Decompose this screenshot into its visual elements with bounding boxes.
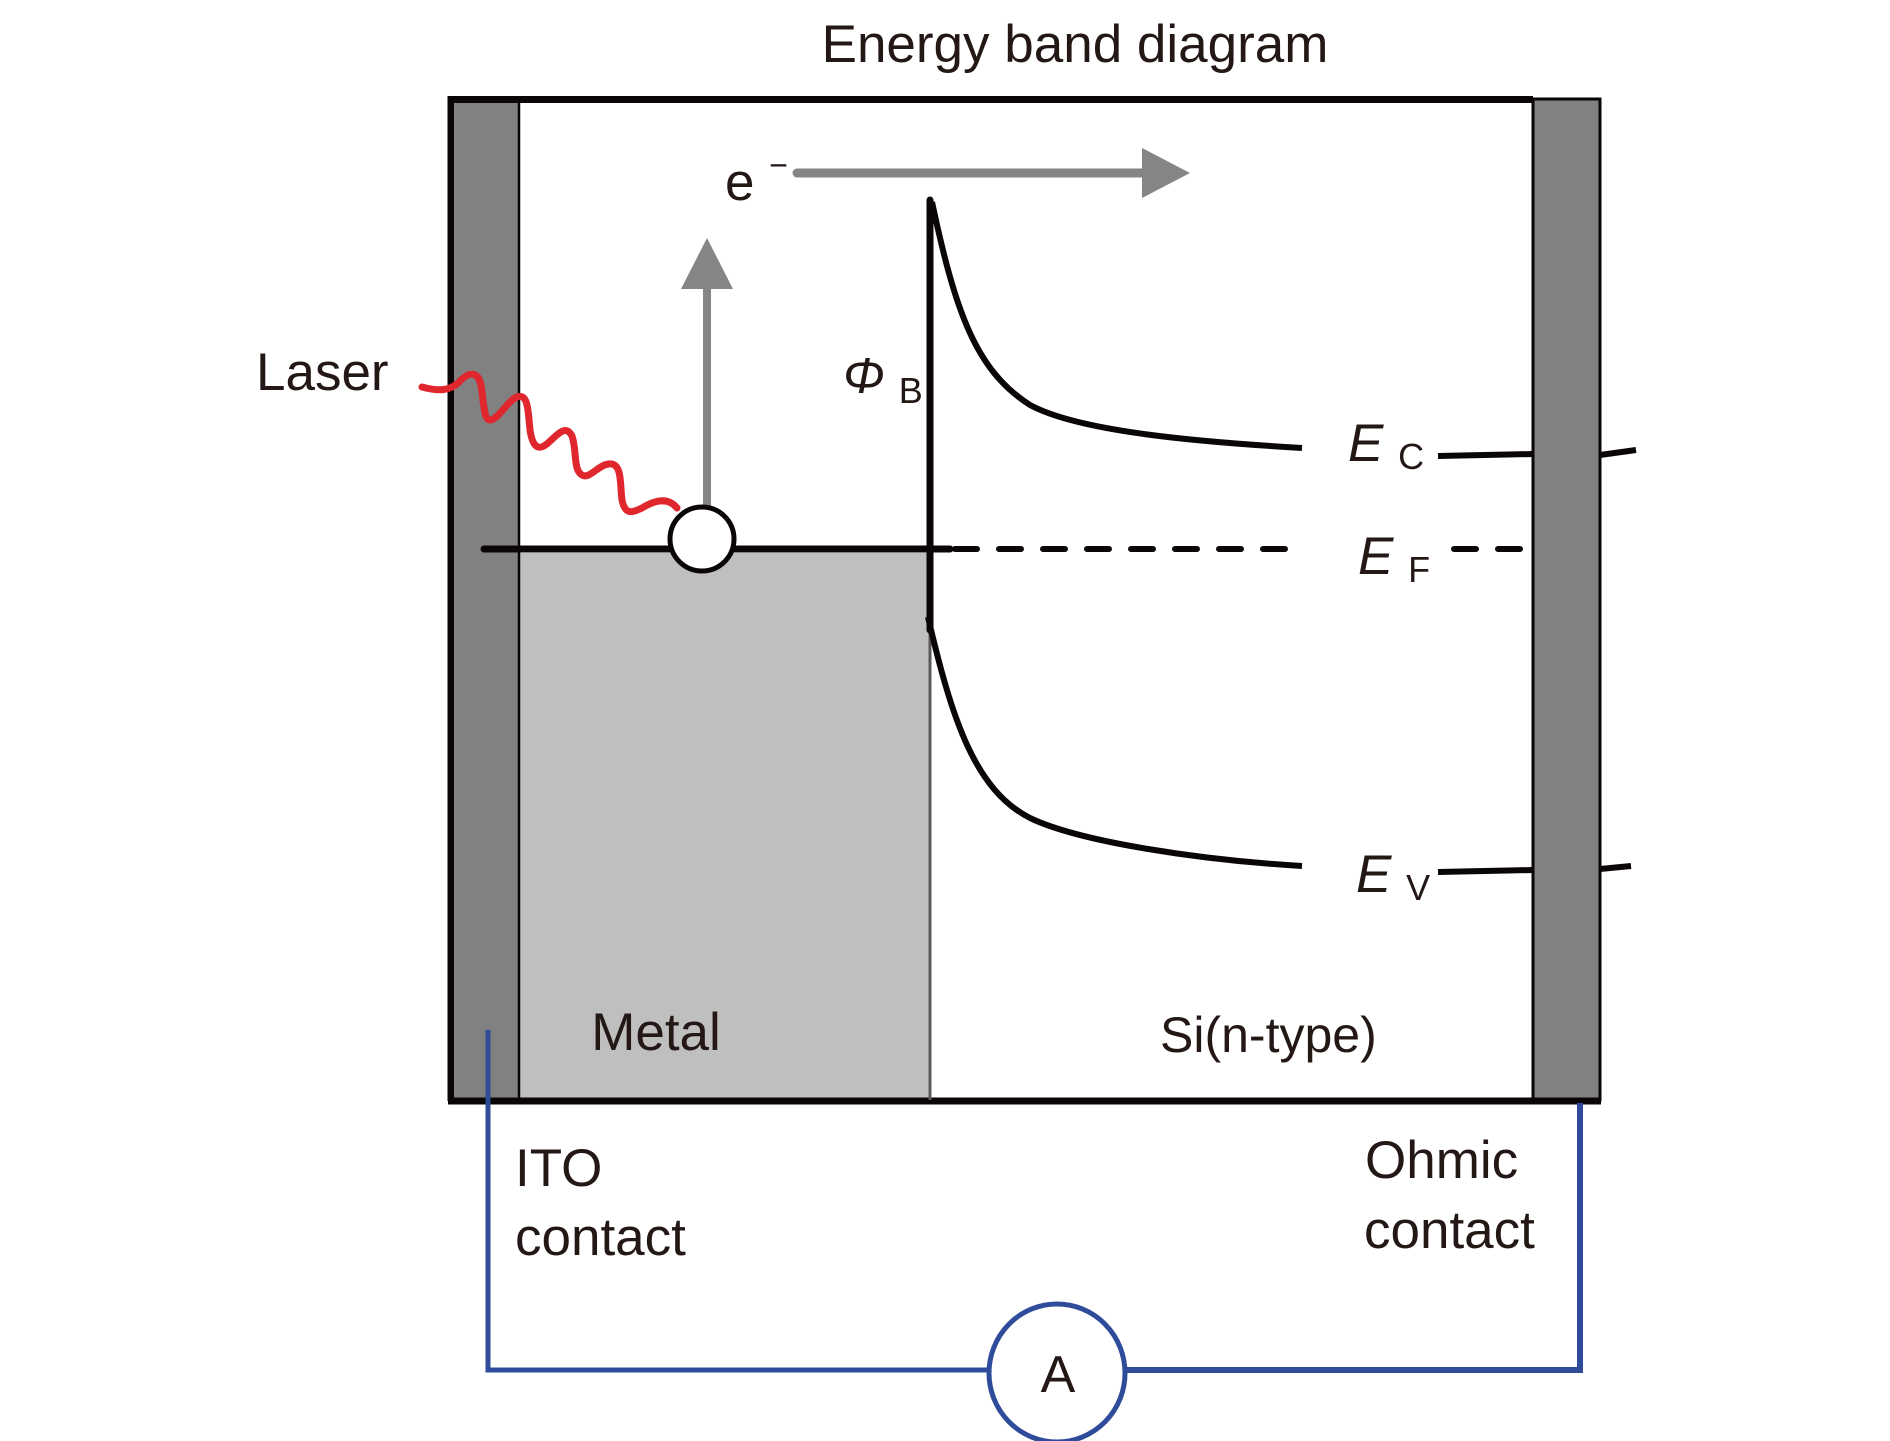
barrier-height-symbol: Φ <box>843 348 885 404</box>
ev-label-main: E <box>1356 845 1392 904</box>
electron-circle <box>667 504 737 574</box>
ohmic-contact-strip <box>1531 97 1602 1102</box>
laser-wave-icon <box>418 370 681 516</box>
barrier-height-sub: B <box>899 370 923 411</box>
excitation-arrow-head <box>681 238 733 289</box>
ef-label-main: E <box>1358 527 1394 586</box>
conduction-band-right-segment <box>1437 451 1534 459</box>
electron-label: e − <box>725 147 788 212</box>
ohmic-contact-label-line1: Ohmic <box>1365 1131 1518 1190</box>
electron-label-sup: − <box>769 147 788 183</box>
valence-band-right-segment <box>1437 867 1534 875</box>
electron-label-main: e <box>725 153 754 212</box>
ef-label-sub: F <box>1408 549 1430 590</box>
ev-label-sub: V <box>1406 867 1430 908</box>
conduction-band-curve <box>929 201 1303 451</box>
ec-label-main: E <box>1348 414 1384 473</box>
ec-label: E C <box>1348 414 1424 477</box>
ec-label-sub: C <box>1398 436 1424 477</box>
semiconductor-label: Si(n-type) <box>1160 1007 1377 1063</box>
circuit-wire-right <box>1124 1103 1583 1373</box>
diagram-title: Energy band diagram <box>822 15 1329 74</box>
ito-contact-label-line2: contact <box>515 1208 686 1267</box>
transfer-arrow-head <box>1142 148 1190 198</box>
valence-band-curve <box>925 616 1303 869</box>
metal-region <box>519 553 930 1100</box>
barrier-height-label: Φ B <box>843 348 923 411</box>
conduction-band-outer-segment <box>1599 447 1637 458</box>
ohmic-contact-label-line2: contact <box>1364 1201 1535 1260</box>
circuit-wire-left <box>485 1030 990 1373</box>
ito-contact-strip <box>455 103 518 1099</box>
ito-contact-label-line1: ITO <box>515 1139 602 1198</box>
device-frame <box>447 96 1601 1105</box>
valence-band-outer-segment <box>1599 863 1632 872</box>
ammeter-icon <box>986 1301 1128 1441</box>
laser-label: Laser <box>256 343 389 402</box>
ammeter-label: A <box>1041 1346 1076 1404</box>
ev-label: E V <box>1356 845 1430 908</box>
metal-label: Metal <box>591 1003 721 1062</box>
ef-label: E F <box>1358 527 1430 590</box>
